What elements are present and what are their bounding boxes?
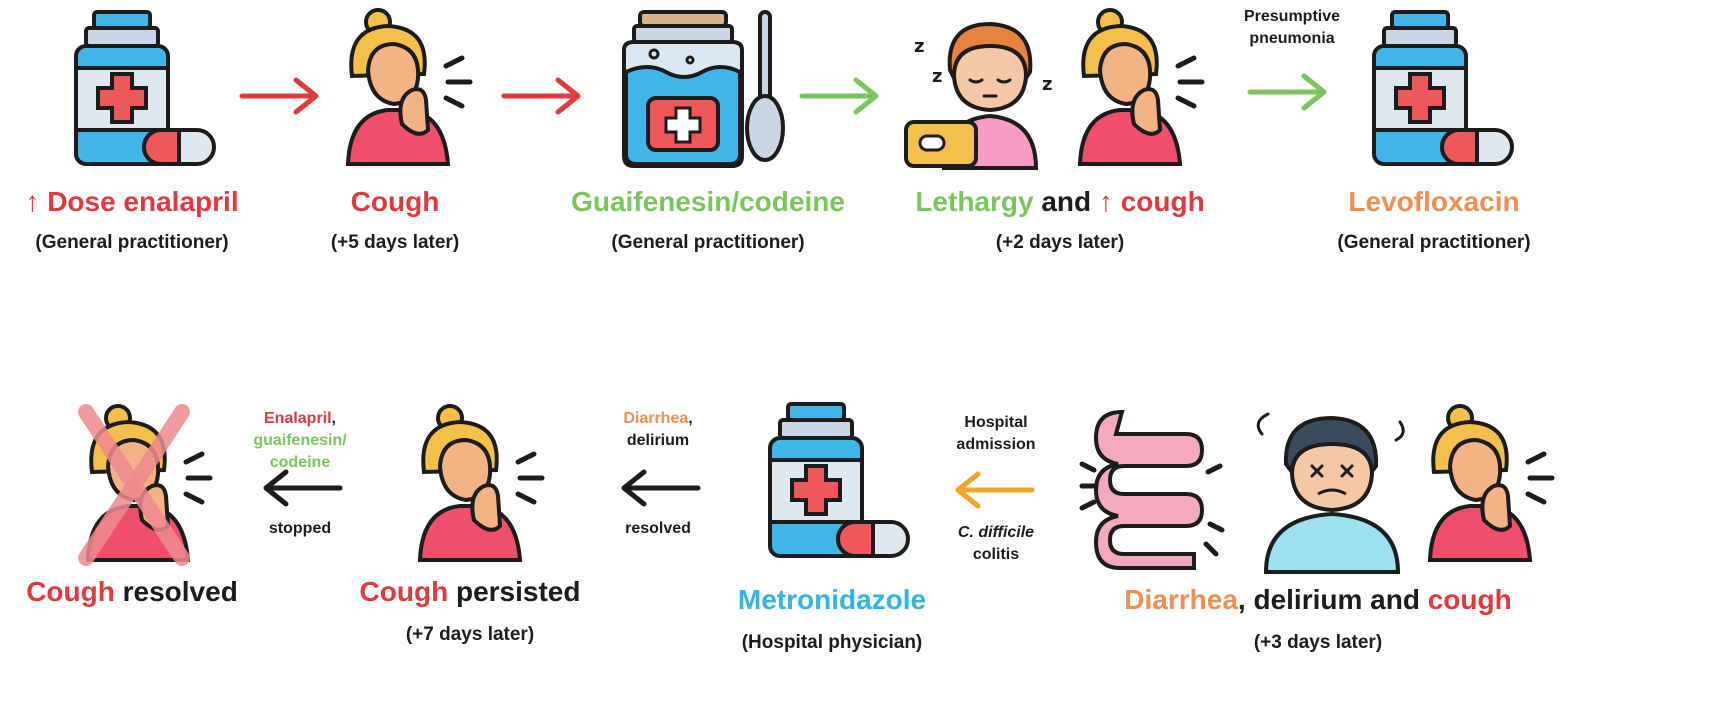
medicine-bottle-icon	[1370, 10, 1520, 170]
step7-subtitle: (Hospital physician)	[741, 632, 923, 653]
coughing-woman-icon	[1070, 6, 1210, 166]
step9-title: Cough resolved	[26, 576, 238, 607]
arrow-red-right	[501, 77, 581, 115]
coughing-woman-icon	[1420, 402, 1560, 562]
arrow-green-right	[799, 77, 879, 115]
arrow4-label: Presumptive pneumonia	[1243, 8, 1341, 47]
arrow8-top-label: Enalapril, guaifenesin/ codeine	[253, 410, 347, 471]
step8-subtitle: (+7 days later)	[405, 624, 535, 645]
syrup-jar-with-spoon-icon	[610, 10, 790, 170]
arrow6-top-label: Hospital admission	[956, 414, 1036, 453]
coughing-woman-icon	[338, 6, 478, 166]
step6-title: Diarrhea, delirium and cough	[1124, 584, 1512, 615]
lethargic-person-icon	[896, 10, 1066, 170]
coughing-woman-icon	[410, 402, 550, 562]
arrow-red-right	[239, 77, 319, 115]
step1-subtitle: (General practitioner)	[35, 232, 229, 253]
coughing-woman-crossed-out-icon	[78, 402, 218, 566]
intestine-icon	[1076, 404, 1226, 574]
arrow-amber-left	[955, 471, 1035, 509]
arrow6-bottom-label: C. difficile colitis	[957, 524, 1035, 563]
arrow8-bottom-label: stopped	[268, 520, 332, 537]
step2-title: Cough	[350, 186, 440, 217]
step5-subtitle: (General practitioner)	[1337, 232, 1531, 253]
step3-subtitle: (General practitioner)	[611, 232, 805, 253]
arrow7-top-label: Diarrhea, delirium	[623, 410, 693, 449]
step1-title: ↑ Dose enalapril	[25, 186, 239, 217]
arrow-black-left	[263, 469, 343, 507]
arrow-green-right	[1247, 73, 1327, 111]
medicine-bottle-icon	[72, 10, 222, 170]
medicine-bottle-icon	[766, 402, 916, 562]
step3-title: Guaifenesin/codeine	[571, 186, 845, 217]
step4-title: Lethargy and ↑ cough	[915, 186, 1205, 217]
increase-arrow: ↑	[25, 186, 40, 217]
arrow7-bottom-label: resolved	[625, 520, 691, 537]
step6-subtitle: (+3 days later)	[1253, 632, 1383, 653]
step5-title: Levofloxacin	[1348, 186, 1520, 217]
confused-person-icon	[1246, 404, 1416, 574]
step7-title: Metronidazole	[737, 584, 927, 615]
arrow-black-left	[621, 469, 701, 507]
step4-subtitle: (+2 days later)	[995, 232, 1125, 253]
step2-subtitle: (+5 days later)	[330, 232, 460, 253]
step8-title: Cough persisted	[359, 576, 581, 607]
